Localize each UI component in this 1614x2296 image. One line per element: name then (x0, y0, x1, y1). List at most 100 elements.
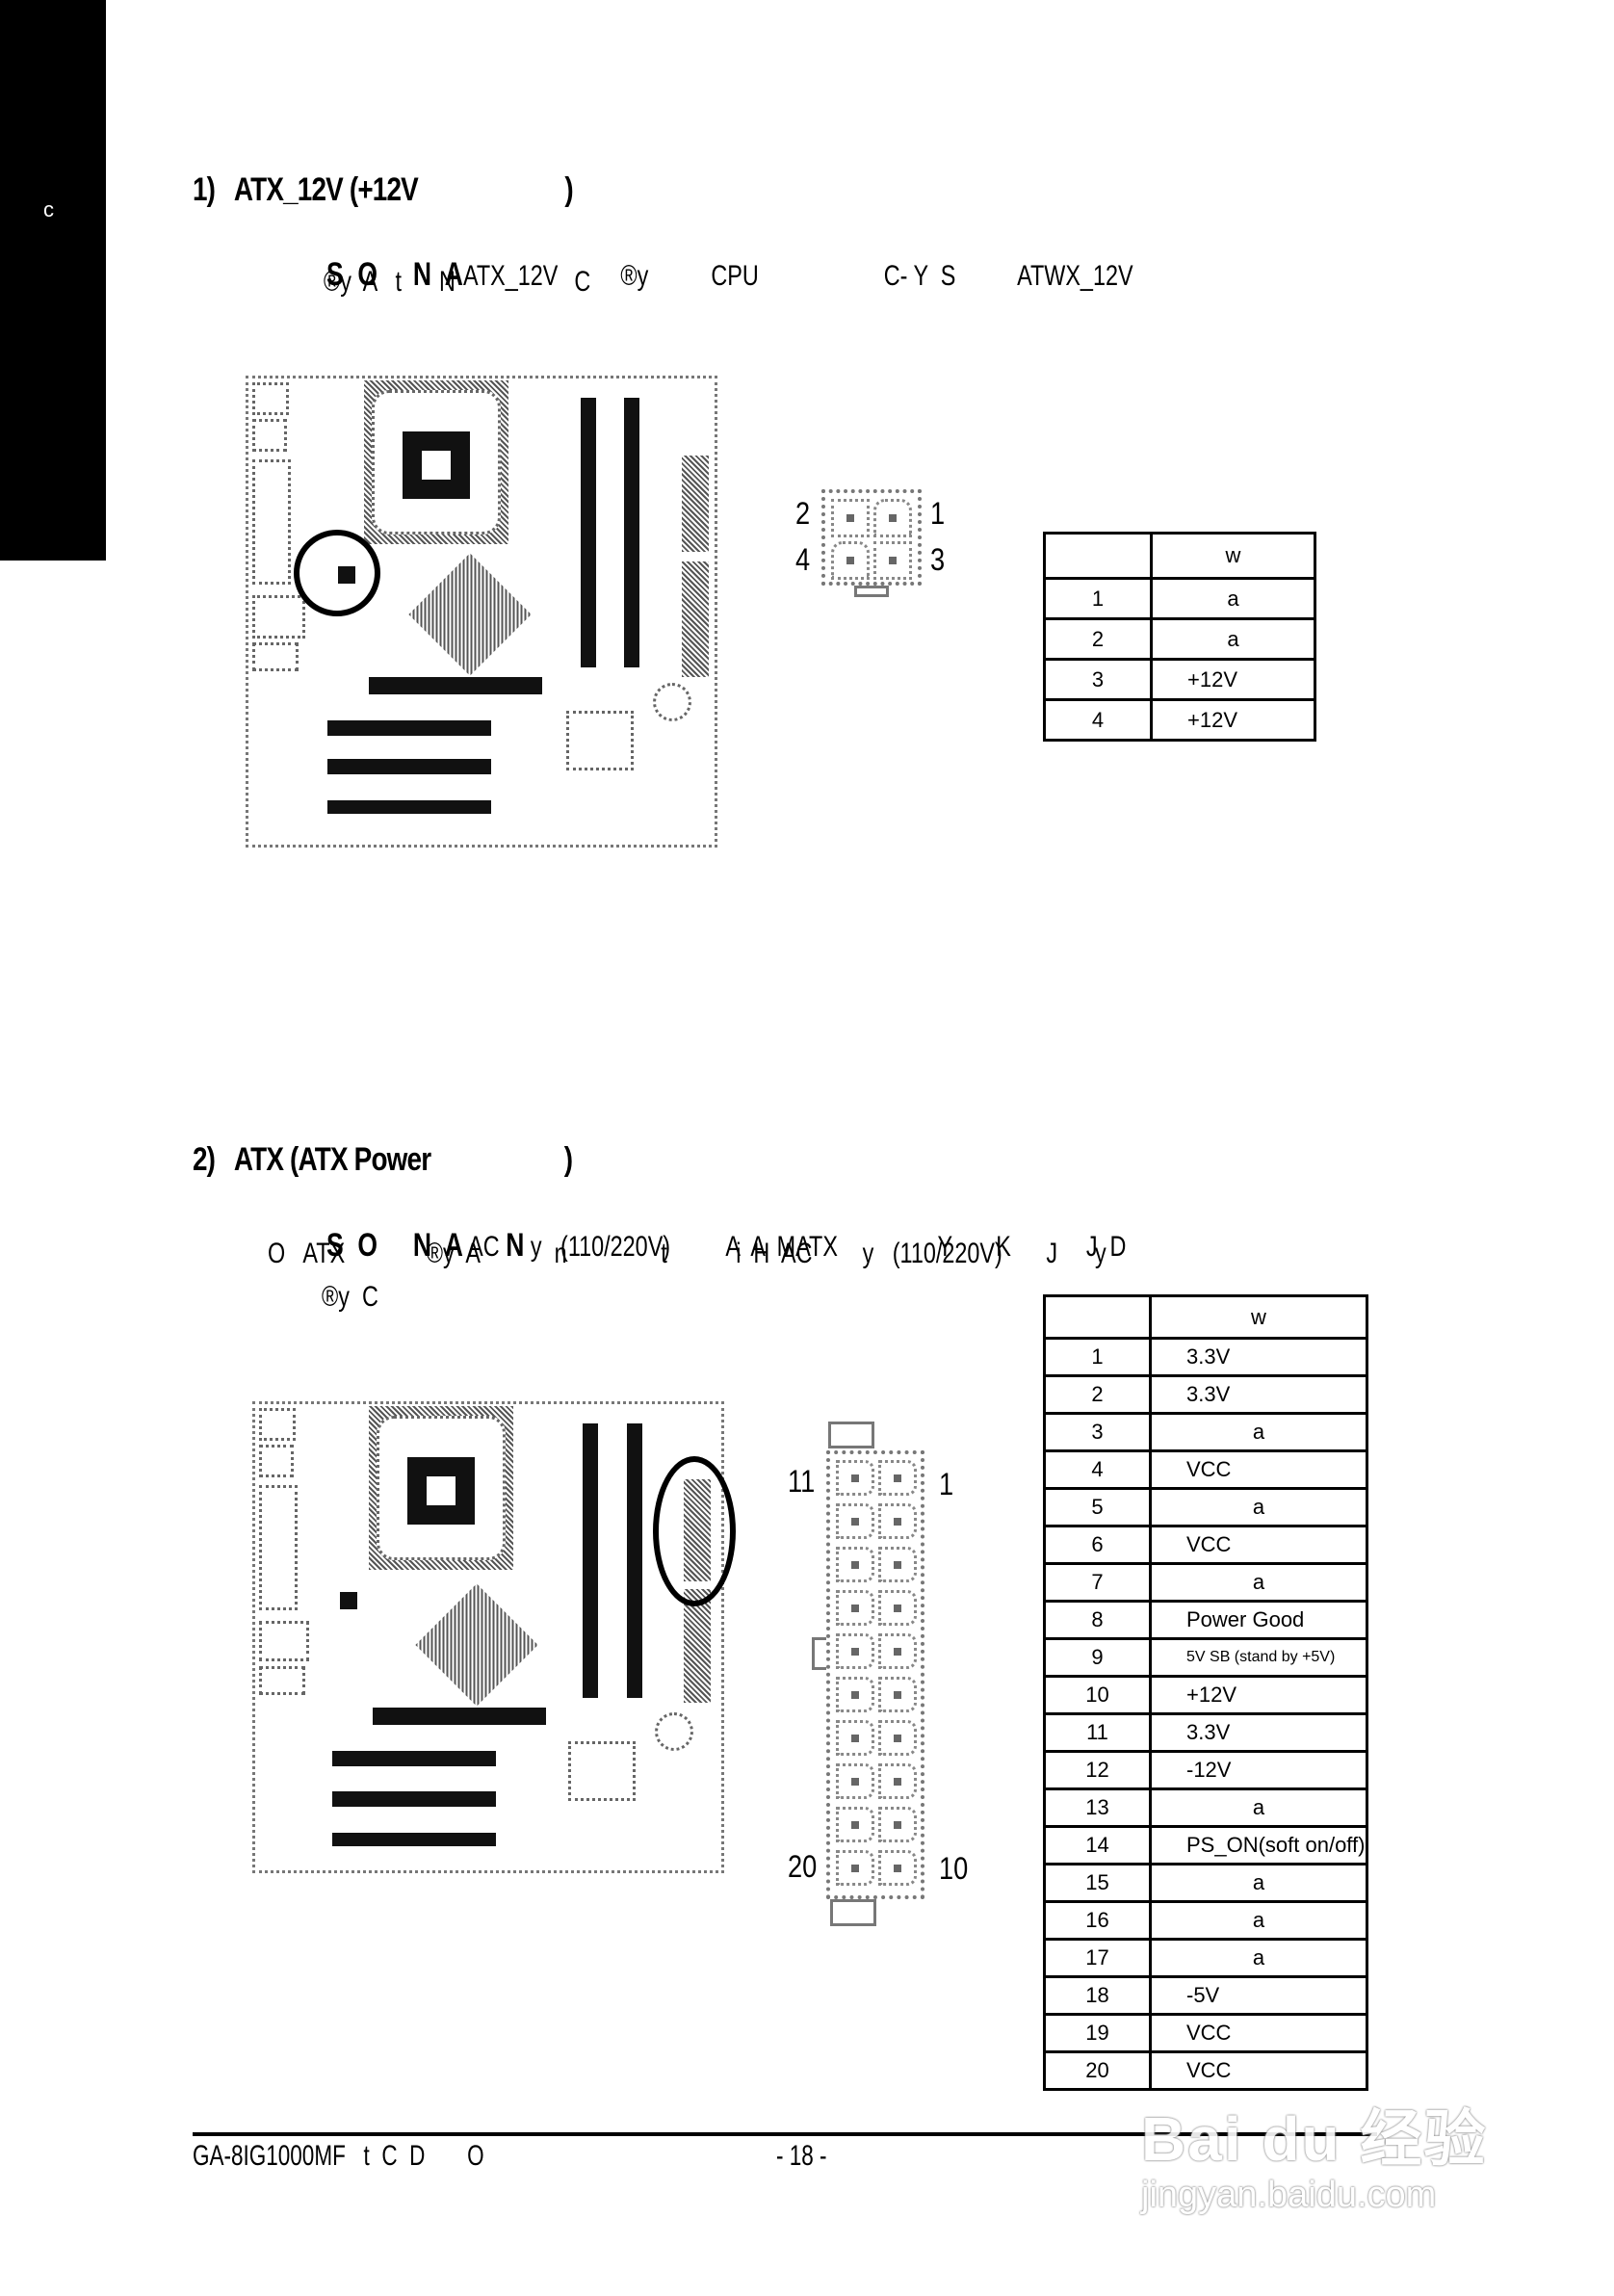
baidu-watermark: Bai du 经验 jingyan.baidu.com (1141, 2090, 1487, 2216)
rear-io-port (259, 1445, 294, 1477)
chapter-side-tab: c (0, 0, 106, 561)
pin-20 (836, 1850, 874, 1886)
pin-number: 8 (1043, 1600, 1152, 1640)
pin-label-3: 3 (930, 542, 946, 577)
pin-number: 4 (1043, 1449, 1152, 1490)
pin-label-10: 10 (939, 1851, 969, 1886)
northbridge-chip (408, 553, 532, 676)
southbridge-chip (568, 1741, 636, 1801)
rear-io-port (259, 1485, 298, 1610)
connector-latch (854, 586, 889, 597)
pin-label-11: 11 (788, 1464, 816, 1499)
pin-definition: a (1149, 1938, 1368, 1978)
pin-number: 7 (1043, 1562, 1152, 1603)
pin-definition: a (1149, 1412, 1368, 1452)
chapter-tab-letter: c (43, 197, 54, 222)
pin-number: 16 (1043, 1900, 1152, 1941)
pin-number: 2 (1043, 617, 1153, 661)
pin-definition: a (1150, 617, 1316, 661)
northbridge-chip (415, 1583, 538, 1707)
pin-definition: VCC (1149, 1449, 1368, 1490)
connector-latch-top (828, 1422, 874, 1448)
rear-io-port (252, 419, 287, 452)
pin-number: 15 (1043, 1863, 1152, 1903)
table-row: 12-12V (1043, 1750, 1368, 1790)
pin-number: 5 (1043, 1487, 1152, 1527)
battery (653, 683, 691, 721)
ide-header (682, 561, 709, 677)
section2-description-line1: S O N A AC N y (110/220V) A A MATX Y K J… (314, 1194, 1126, 1265)
pci-slot (327, 759, 491, 774)
pin-number: 14 (1043, 1825, 1152, 1866)
pin-definition: +12V (1149, 1675, 1368, 1715)
pin-16 (836, 1677, 874, 1712)
pci-slot (327, 800, 491, 814)
pin-number: 17 (1043, 1938, 1152, 1978)
pin-definition: a (1149, 1487, 1368, 1527)
header-definition: w (1150, 532, 1316, 580)
pci-slot (332, 1833, 496, 1846)
pin-12 (836, 1503, 874, 1539)
pin-4 (878, 1590, 917, 1626)
section2-desc-text: AC (462, 1231, 507, 1263)
rear-io-port (259, 1408, 296, 1441)
rear-io-port (252, 382, 289, 415)
pin-number: 4 (1043, 698, 1153, 742)
pin-17 (836, 1720, 874, 1756)
pin-18 (836, 1763, 874, 1799)
table-row: 3 +12V (1043, 658, 1316, 701)
pin-definition: 3.3V (1149, 1712, 1368, 1753)
pin-2 (878, 1503, 917, 1539)
pin-14 (836, 1590, 874, 1626)
pin-11 (836, 1460, 874, 1496)
table-row: 4 +12V (1043, 698, 1316, 742)
table-row: 18-5V (1043, 1975, 1368, 2016)
pin-definition: PS_ON(soft on/off) (1149, 1825, 1368, 1866)
pin-2 (831, 499, 870, 537)
pin-definition: +12V (1150, 658, 1316, 701)
atx12v-pin-table: w 1 a 2 a 3 +12V 4 +12V (1043, 532, 1316, 742)
pin-definition: Power Good (1149, 1600, 1368, 1640)
pin-number: 1 (1043, 1337, 1152, 1377)
pin-label-1: 1 (930, 496, 946, 531)
header-pin-no (1043, 532, 1153, 580)
pin-19 (836, 1807, 874, 1842)
pin-definition: a (1149, 1900, 1368, 1941)
pin-label-2: 2 (795, 496, 811, 531)
pin-8 (878, 1763, 917, 1799)
rear-io-port (252, 459, 291, 585)
table-row: 10+12V (1043, 1675, 1368, 1715)
rear-io-port (259, 1621, 309, 1661)
pin-definition: +12V (1150, 698, 1316, 742)
pin-definition: a (1149, 1863, 1368, 1903)
motherboard-diagram-atx (252, 1401, 724, 1873)
highlight-ellipse-atx (653, 1456, 736, 1606)
pin-4 (831, 541, 870, 580)
section2-desc-text: y (110/220V) A A MATX Y K J D (524, 1231, 1127, 1263)
pin-definition: VCC (1149, 2050, 1368, 2091)
pin-3 (873, 541, 912, 580)
atx12v-4pin-connector (821, 489, 922, 586)
watermark-logo-text: Bai du 经验 (1141, 2104, 1488, 2174)
atx-20pin-connector (826, 1450, 924, 1899)
rear-io-port (259, 1666, 305, 1695)
motherboard-diagram-atx12v (246, 376, 717, 848)
pci-slot (332, 1791, 496, 1807)
pin-9 (878, 1807, 917, 1842)
pin-number: 6 (1043, 1525, 1152, 1565)
pin-1 (873, 499, 912, 537)
pin-number: 9 (1043, 1637, 1152, 1678)
section2-description-line2: O ATX ®y A n t i H AC y (110/220V) J y (268, 1238, 1106, 1269)
